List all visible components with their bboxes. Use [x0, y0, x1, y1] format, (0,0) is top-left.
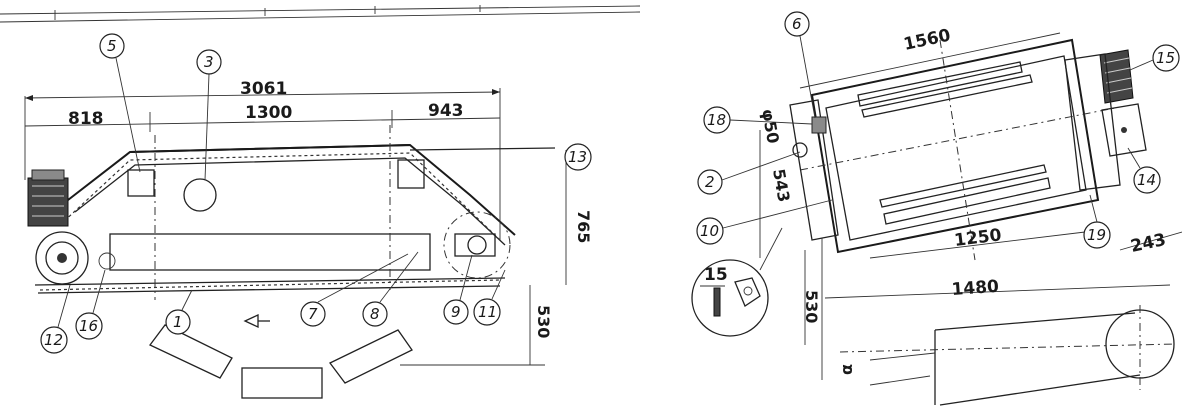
callout-7: 7 [300, 253, 409, 327]
segment-dimension-line [24, 88, 501, 240]
overall-length-dimension-line [24, 89, 501, 101]
callout-1: 1 [165, 289, 193, 335]
svg-text:15: 15 [1156, 49, 1175, 67]
dimension-middle-segment: 1300 [245, 103, 292, 123]
magnet-core [183, 178, 217, 212]
callout-15: 15 [1129, 44, 1180, 72]
svg-text:19: 19 [1087, 226, 1106, 244]
svg-text:3: 3 [204, 53, 214, 71]
dimension-belt-length: 1560 [902, 25, 953, 54]
dimension-frame-length: 1480 [951, 277, 1000, 300]
belt-length-dimension-line [799, 32, 1061, 89]
dimension-right-segment: 943 [428, 101, 464, 121]
callout-2: 2 [697, 151, 801, 195]
inclined-belt [839, 305, 1176, 406]
dimension-roller-length: 1250 [953, 225, 1003, 251]
top-view: 1560 1250 1480 243 543 φ50 15 530 α 6 15… [691, 11, 1182, 406]
dimension-bracket-height: 543 [769, 167, 794, 203]
svg-text:13: 13 [568, 148, 587, 166]
angle-alpha-label: α [837, 364, 856, 375]
callout-12: 12 [40, 284, 71, 354]
dimension-suspension-height-right: 530 [802, 290, 821, 323]
drive-motor [27, 169, 69, 227]
callout-11: 11 [473, 269, 506, 326]
callout-19: 19 [1083, 194, 1111, 249]
callout-16: 16 [75, 269, 106, 340]
svg-text:16: 16 [79, 317, 98, 335]
direction-arrow-icon [243, 313, 270, 329]
dimension-side-offset: 243 [1129, 230, 1168, 257]
svg-text:12: 12 [44, 331, 63, 349]
callout-13: 13 [564, 143, 592, 171]
gear-motor [1064, 49, 1147, 191]
title-border-strip [0, 5, 641, 23]
tail-drum [443, 211, 511, 279]
svg-text:10: 10 [700, 222, 719, 240]
dimension-shaft-diameter: φ50 [758, 107, 783, 145]
svg-text:18: 18 [707, 111, 726, 129]
svg-text:1: 1 [173, 313, 183, 331]
svg-text:7: 7 [308, 305, 318, 323]
drive-drum [35, 231, 116, 285]
dimension-overall-length: 3061 [240, 79, 287, 99]
svg-text:2: 2 [705, 173, 715, 191]
separator-frame [799, 38, 1116, 261]
callout-9: 9 [443, 254, 473, 325]
callout-6: 6 [784, 11, 816, 119]
svg-text:6: 6 [792, 15, 802, 33]
bearing-block-left [127, 169, 155, 197]
svg-text:8: 8 [370, 305, 380, 323]
bearing-block-right [397, 159, 425, 189]
callout-8: 8 [362, 251, 419, 327]
dimension-detail-width: 15 [704, 265, 728, 285]
callout-10: 10 [696, 199, 833, 245]
dimension-suspension-height: 530 [534, 305, 553, 338]
svg-text:14: 14 [1137, 171, 1156, 189]
side-offset-dimension-line [1119, 231, 1182, 251]
svg-text:5: 5 [107, 37, 117, 55]
side-view: 3061 818 1300 943 765 530 5 3 13 12 [24, 33, 593, 399]
frame-length-dimension-line [824, 284, 1171, 299]
troughed-conveyor [149, 324, 413, 399]
svg-text:11: 11 [478, 303, 497, 321]
callout-14: 14 [1127, 147, 1161, 194]
dimension-height: 765 [574, 210, 593, 243]
belt-frame-outline [34, 143, 556, 294]
dimension-left-segment: 818 [68, 109, 104, 129]
callout-5: 5 [99, 33, 141, 173]
callout-3: 3 [196, 49, 222, 181]
roller-length-dimension-line [869, 231, 1086, 259]
svg-text:9: 9 [451, 303, 461, 321]
callout-18: 18 [703, 106, 813, 134]
drum-end-bracket [759, 99, 839, 258]
detail-view [691, 227, 783, 337]
